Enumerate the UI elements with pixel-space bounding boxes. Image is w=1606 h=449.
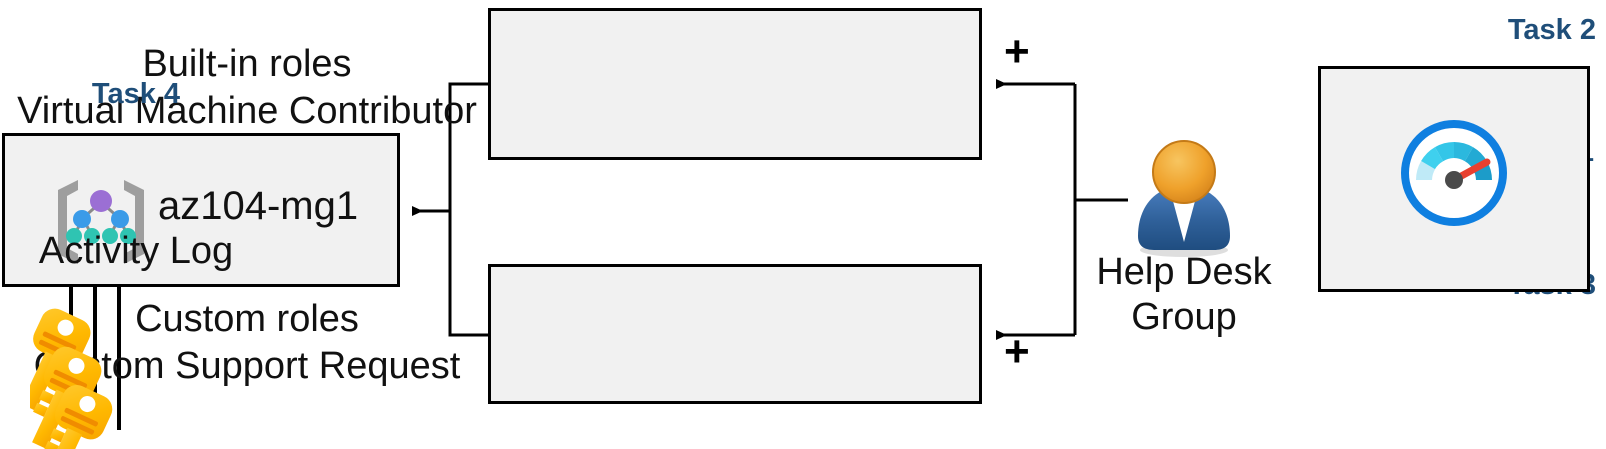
user-group-caption-line-2: Group (1131, 296, 1237, 338)
task-2-line-2: Virtual Machine Contributor (17, 90, 477, 132)
task-1-box[interactable] (2, 133, 400, 287)
task-3-line-1: Custom roles (135, 298, 359, 340)
task-3-line-2: Custom Support Request (33, 345, 461, 387)
management-group-icon (58, 180, 144, 264)
user-group-caption: Help Desk Group (1078, 250, 1290, 340)
task-4-caption: Activity Log (38, 230, 234, 272)
gauge-icon (1401, 120, 1507, 226)
task-2-box[interactable] (488, 8, 982, 160)
task-1-resource-name: az104-mg1 (158, 184, 359, 228)
task-3-box[interactable] (488, 264, 982, 404)
task-2-text: Built-in roles Virtual Machine Contribut… (0, 41, 494, 135)
user-group-icon (1138, 140, 1230, 257)
plus-icon-top: + (1004, 27, 1030, 76)
keys-icon (30, 308, 113, 449)
user-group-caption-line-1: Help Desk (1096, 251, 1272, 293)
task-2-label: Task 2 (1507, 14, 1596, 46)
task-2-line-1: Built-in roles (142, 43, 352, 85)
plus-icon-bottom: + (1004, 327, 1030, 376)
task-4-label: Task 4 (91, 78, 181, 110)
task-3-text: Custom roles Custom Support Request (0, 296, 494, 390)
